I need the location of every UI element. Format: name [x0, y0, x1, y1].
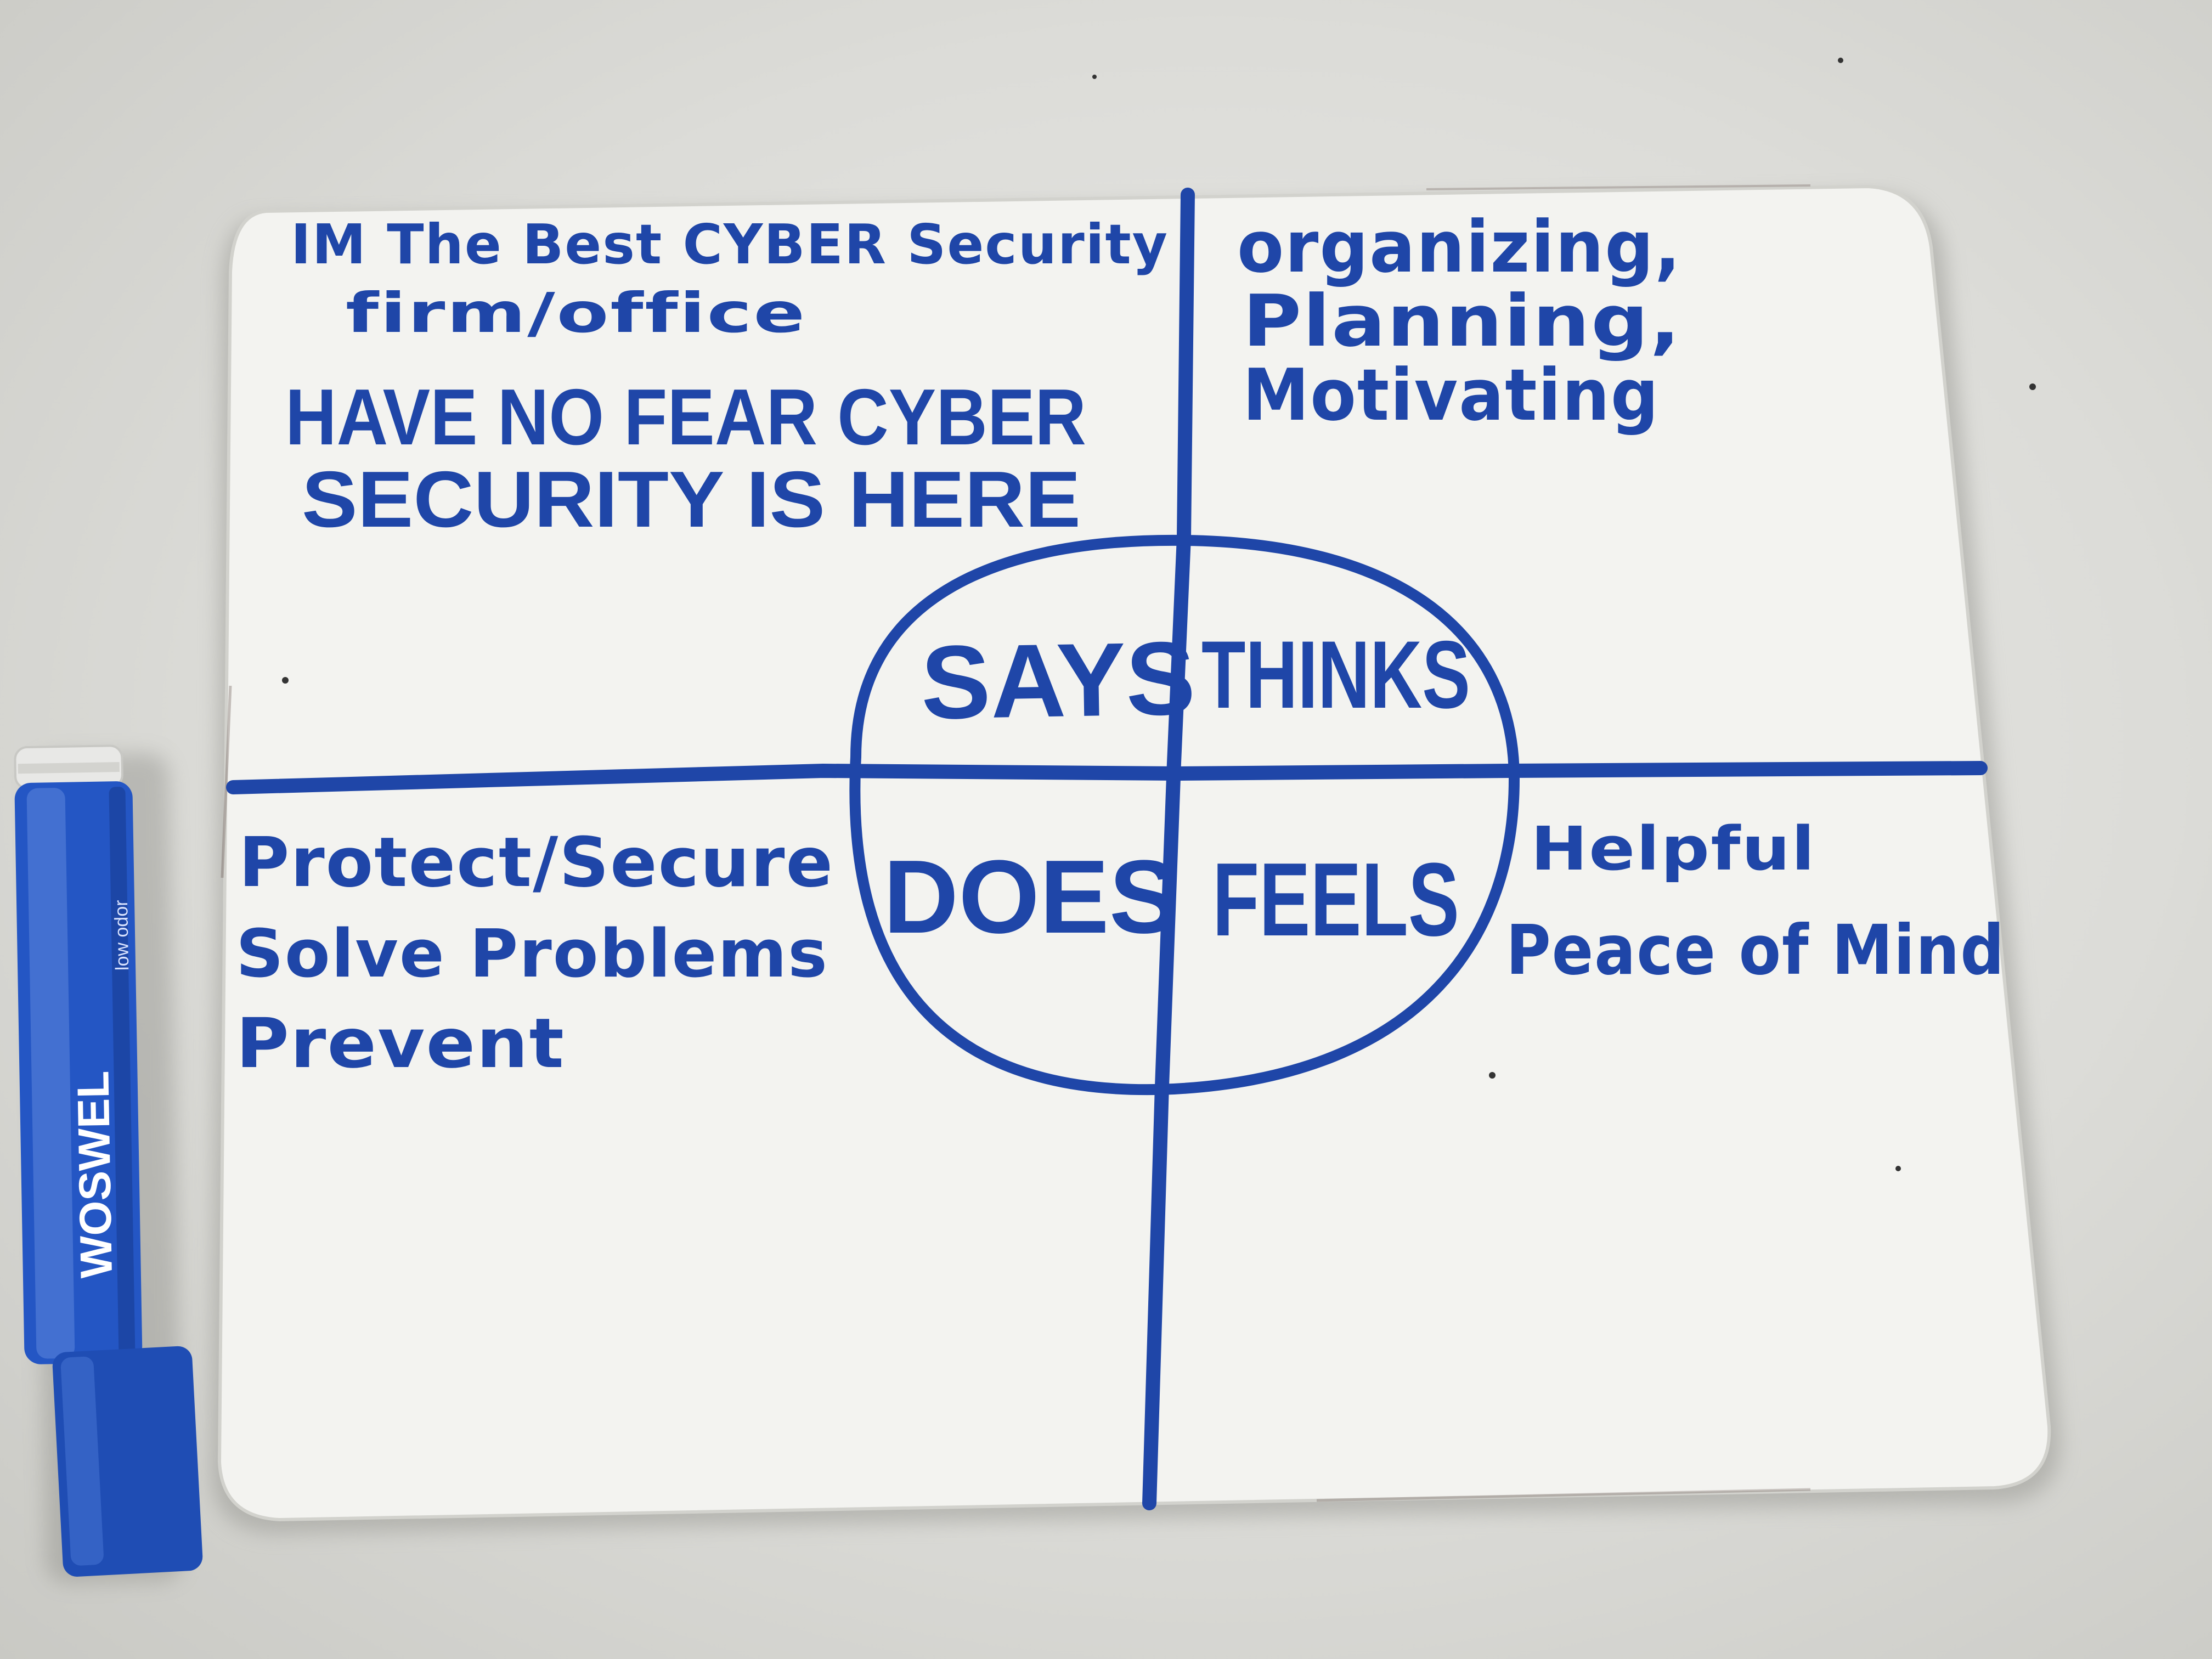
empathy-map-grid [226, 188, 1988, 1510]
board-specks [282, 58, 2036, 1171]
whiteboard [211, 184, 2061, 1533]
says-quadrant: IM The Best CYBER Security firm/office H… [285, 212, 1169, 544]
does-quadrant: Protect/Secure Solve Problems Prevent [236, 823, 834, 1084]
does-line-1: Protect/Secure [239, 823, 834, 902]
says-line-1: IM The Best CYBER Security [291, 212, 1169, 276]
dry-erase-marker: WOSWEL low odor [14, 744, 203, 1583]
thinks-label: THINKS [1201, 622, 1470, 729]
says-line-2: firm/office [346, 281, 806, 345]
thinks-quadrant: organizing, Planning, Motivating [1237, 205, 1681, 437]
feels-quadrant: Helpful Peace of Mind [1506, 814, 2005, 990]
thinks-line-1: organizing, [1237, 205, 1681, 289]
thinks-line-3: Motivating [1243, 353, 1660, 437]
says-line-3: HAVE NO FEAR CYBER [285, 373, 1086, 461]
thinks-line-2: Planning, [1243, 279, 1681, 363]
marker-subtext: low odor [111, 900, 133, 970]
feels-label: FEELS [1212, 842, 1459, 958]
says-line-4: SECURITY IS HERE [302, 455, 1081, 544]
center-labels: SAYS THINKS DOES FEELS [883, 620, 1470, 958]
center-circle [849, 534, 1520, 1096]
whiteboard-surface [217, 184, 2051, 1522]
feels-line-1: Helpful [1531, 814, 1816, 884]
does-label: DOES [883, 839, 1178, 955]
horizontal-divider [226, 761, 1988, 794]
does-line-2: Solve Problems [236, 916, 828, 992]
does-line-3: Prevent [236, 1004, 565, 1084]
vertical-divider [1142, 188, 1195, 1510]
says-label: SAYS [920, 620, 1197, 741]
marker-brand: WOSWEL [68, 1070, 122, 1279]
feels-line-2: Peace of Mind [1506, 911, 2005, 990]
